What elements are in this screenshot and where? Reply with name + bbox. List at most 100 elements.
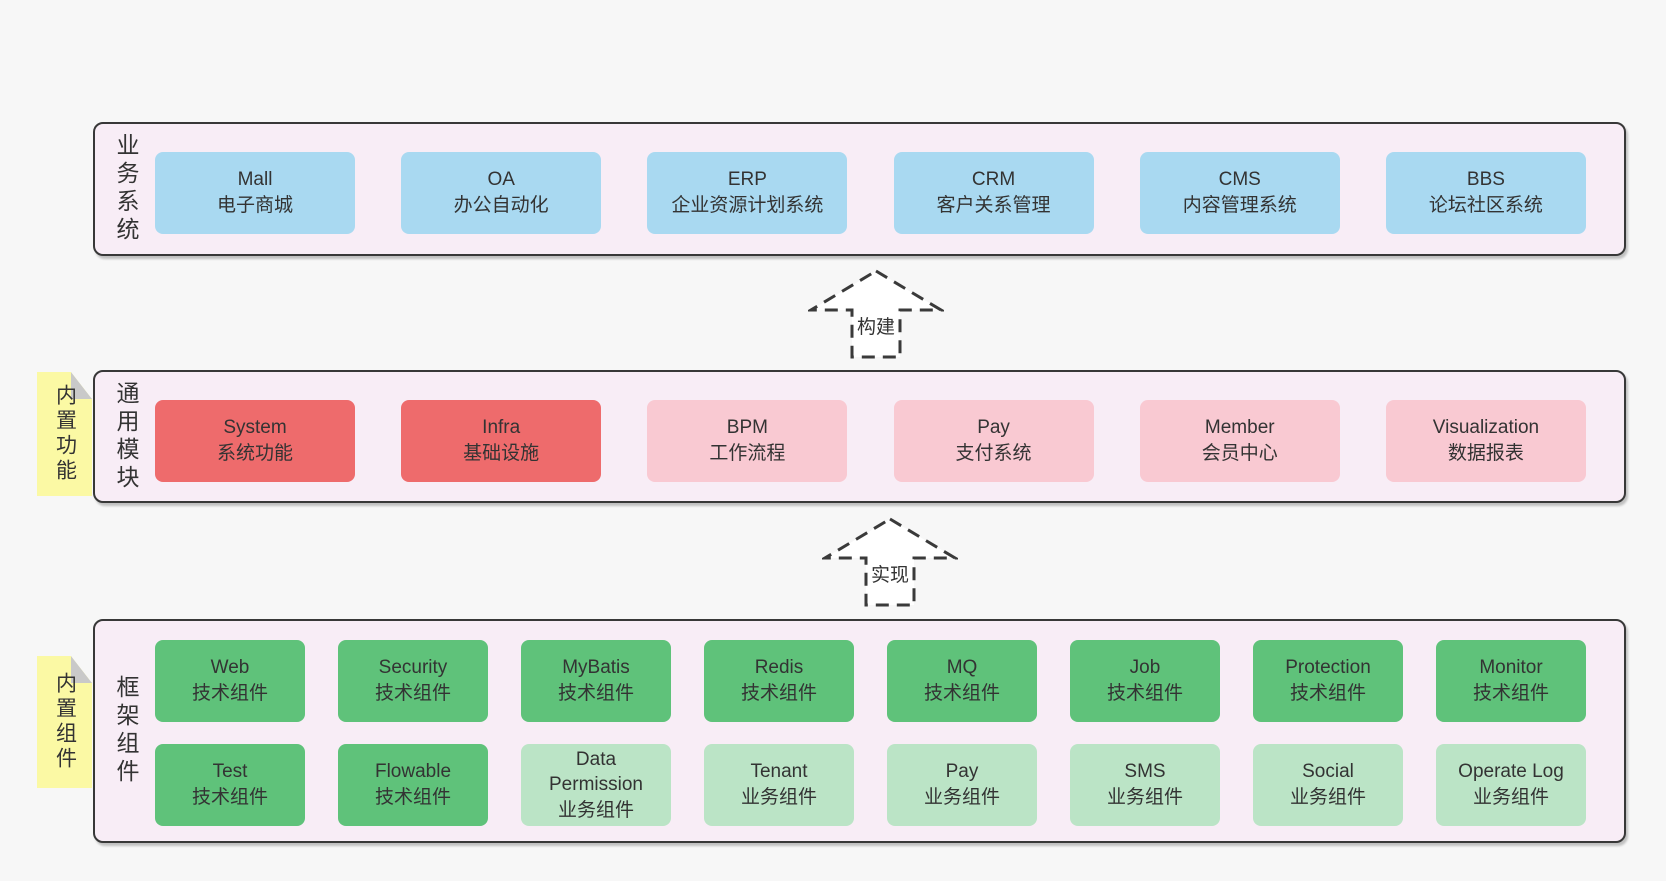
box-title-zh: 业务组件 xyxy=(1289,787,1366,808)
component-box-job: Job 技术组件 xyxy=(1070,640,1220,722)
box-title-en: Infra xyxy=(482,417,521,439)
box-title-en: Flowable xyxy=(374,761,452,783)
box-title-en: BBS xyxy=(1466,169,1505,191)
box-title-en: BPM xyxy=(726,417,768,439)
component-box-social: Social 业务组件 xyxy=(1253,744,1403,826)
box-title-en: Security xyxy=(378,657,448,679)
builtin-components-sticky-label: 内置组件 xyxy=(53,672,77,772)
builtin-components-sticky: 内置组件 xyxy=(37,656,92,788)
box-title-zh: 客户关系管理 xyxy=(936,195,1051,216)
system-box-cms: CMS 内容管理系统 xyxy=(1139,152,1340,234)
common-modules-boxes: System 系统功能 Infra 基础设施 BPM 工作流程 Pay 支付系统 Member 会… xyxy=(155,400,1586,482)
box-title-zh: 技术组件 xyxy=(191,683,268,704)
box-title-en: MQ xyxy=(946,657,978,679)
system-box-oa: OA 办公自动化 xyxy=(401,152,602,234)
box-title-zh: 业务组件 xyxy=(1472,787,1549,808)
business-systems-label: 业务系统 xyxy=(113,133,139,245)
box-title-en: OA xyxy=(487,169,515,191)
box-title-zh: 论坛社区系统 xyxy=(1428,195,1543,216)
box-title-zh: 技术组件 xyxy=(1106,683,1183,704)
box-title-zh: 业务组件 xyxy=(740,787,817,808)
builtin-features-sticky-label: 内置功能 xyxy=(53,384,77,484)
component-box-pay: Pay 业务组件 xyxy=(887,744,1037,826)
box-title-zh: 业务组件 xyxy=(1106,787,1183,808)
box-title-zh: 业务组件 xyxy=(923,787,1000,808)
build-arrow: 构建 xyxy=(808,268,944,360)
component-box-tenant: Tenant 业务组件 xyxy=(704,744,854,826)
component-box-operate-log: Operate Log 业务组件 xyxy=(1436,744,1586,826)
box-title-en: SMS xyxy=(1124,761,1166,783)
box-title-zh: 基础设施 xyxy=(463,443,540,464)
component-box-redis: Redis 技术组件 xyxy=(704,640,854,722)
module-box-member: Member 会员中心 xyxy=(1139,400,1340,482)
box-title-en: Monitor xyxy=(1479,657,1543,679)
system-box-crm: CRM 客户关系管理 xyxy=(893,152,1094,234)
box-title-zh: 办公自动化 xyxy=(453,195,549,216)
box-title-zh: 支付系统 xyxy=(955,443,1032,464)
component-box-protection: Protection 技术组件 xyxy=(1253,640,1403,722)
box-title-zh: 电子商城 xyxy=(216,195,293,216)
component-box-web: Web 技术组件 xyxy=(155,640,305,722)
box-title-zh: 技术组件 xyxy=(557,683,634,704)
box-title-zh: 技术组件 xyxy=(374,683,451,704)
box-title-zh: 技术组件 xyxy=(1472,683,1549,704)
box-title-en: Pay xyxy=(977,417,1010,439)
box-title-zh: 业务组件 xyxy=(557,799,634,821)
box-title-en: Test xyxy=(212,761,248,783)
box-title-zh: 技术组件 xyxy=(191,787,268,808)
box-title-en: Data Permission xyxy=(549,748,643,796)
module-box-bpm: BPM 工作流程 xyxy=(647,400,848,482)
builtin-features-sticky: 内置功能 xyxy=(37,372,92,496)
component-box-security: Security 技术组件 xyxy=(338,640,488,722)
box-title-en: Job xyxy=(1129,657,1161,679)
box-title-en: Protection xyxy=(1285,657,1371,679)
box-title-zh: 技术组件 xyxy=(923,683,1000,704)
component-box-monitor: Monitor 技术组件 xyxy=(1436,640,1586,722)
box-title-en: CRM xyxy=(971,169,1016,191)
box-title-en: System xyxy=(223,417,287,439)
box-title-en: Redis xyxy=(754,657,804,679)
common-modules-layer: 通用模块 System 系统功能 Infra 基础设施 BPM 工作流程 Pay 支付系统 Me… xyxy=(93,370,1626,503)
module-box-visualization: Visualization 数据报表 xyxy=(1385,400,1586,482)
component-box-data-permission: Data Permission 业务组件 xyxy=(521,744,671,826)
box-title-en: CMS xyxy=(1218,169,1261,191)
box-title-zh: 技术组件 xyxy=(374,787,451,808)
box-title-zh: 技术组件 xyxy=(1289,683,1366,704)
box-title-en: Tenant xyxy=(750,761,808,783)
component-box-sms: SMS 业务组件 xyxy=(1070,744,1220,826)
box-title-en: Visualization xyxy=(1432,417,1540,439)
box-title-en: Operate Log xyxy=(1458,761,1564,783)
implement-arrow-label: 实现 xyxy=(867,560,913,587)
component-box-mq: MQ 技术组件 xyxy=(887,640,1037,722)
component-box-flowable: Flowable 技术组件 xyxy=(338,744,488,826)
build-arrow-label: 构建 xyxy=(853,312,899,339)
module-box-system: System 系统功能 xyxy=(155,400,355,482)
component-box-mybatis: MyBatis 技术组件 xyxy=(521,640,671,722)
box-title-en: Social xyxy=(1302,761,1354,783)
box-title-zh: 会员中心 xyxy=(1201,443,1278,464)
implement-arrow: 实现 xyxy=(822,516,958,608)
box-title-en: Member xyxy=(1204,417,1275,439)
box-title-en: Mall xyxy=(237,169,273,191)
framework-components-label: 框架组件 xyxy=(113,675,139,787)
box-title-zh: 技术组件 xyxy=(740,683,817,704)
box-title-en: Web xyxy=(210,657,250,679)
box-title-en: MyBatis xyxy=(562,657,630,679)
box-title-zh: 数据报表 xyxy=(1447,443,1524,464)
module-box-infra: Infra 基础设施 xyxy=(401,400,602,482)
box-title-en: Pay xyxy=(945,761,979,783)
box-title-zh: 系统功能 xyxy=(216,443,293,464)
system-box-mall: Mall 电子商城 xyxy=(155,152,355,234)
box-title-zh: 内容管理系统 xyxy=(1182,195,1297,216)
box-title-zh: 工作流程 xyxy=(709,443,786,464)
common-modules-label: 通用模块 xyxy=(113,380,139,493)
component-box-test: Test 技术组件 xyxy=(155,744,305,826)
box-title-en: ERP xyxy=(727,169,767,191)
